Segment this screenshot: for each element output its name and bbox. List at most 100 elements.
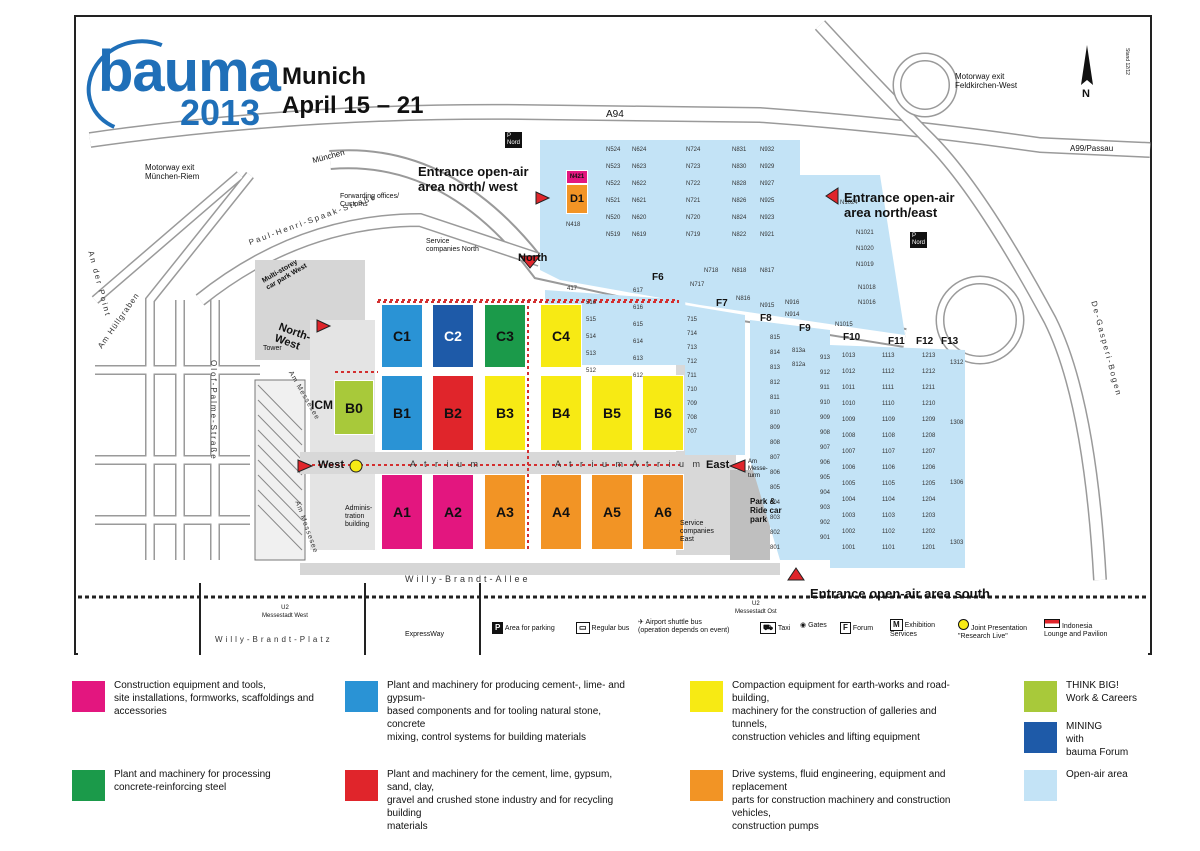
- hall-c3[interactable]: C3: [484, 304, 526, 368]
- hall-n421[interactable]: N421: [566, 170, 588, 184]
- stand-1213: 1213: [922, 353, 936, 359]
- stand-n624: N624: [632, 147, 647, 153]
- stand-n817: N817: [760, 268, 775, 274]
- exhibition-services-icon: M: [890, 619, 903, 631]
- stand-906: 906: [820, 460, 831, 466]
- hall-a6[interactable]: A6: [642, 474, 684, 550]
- gate-icon: ◉: [800, 622, 807, 629]
- legend-swatch-red: [345, 770, 378, 801]
- legend-swatch-yellow: [690, 681, 723, 712]
- stand-1008: 1008: [842, 433, 856, 439]
- hall-c2[interactable]: C2: [432, 304, 474, 368]
- stand-1003: 1003: [842, 513, 856, 519]
- gate-east[interactable]: East: [706, 459, 730, 471]
- stand-613: 613: [633, 356, 644, 362]
- hall-a5[interactable]: A5: [591, 474, 633, 550]
- hall-b1[interactable]: B1: [381, 375, 423, 451]
- legend-text-yellow: Compaction equipment for earth-works and…: [732, 680, 950, 743]
- stand-807: 807: [770, 455, 781, 461]
- stand-805: 805: [770, 485, 781, 491]
- stand-814: 814: [770, 350, 781, 356]
- stand-811: 811: [770, 395, 780, 401]
- section-f12: F12: [916, 336, 934, 347]
- legend-swatch-lime: [1024, 681, 1057, 712]
- stand-n721: N721: [686, 198, 701, 204]
- stand-n914: N914: [785, 312, 800, 318]
- legend-gates: ◉ Gates: [800, 622, 827, 630]
- hall-a4[interactable]: A4: [540, 474, 582, 550]
- stand-809: 809: [770, 425, 781, 431]
- stand-1001: 1001: [842, 545, 856, 551]
- service-north-label: Service companies North: [426, 238, 479, 253]
- legend-joint-text: Joint Presentation "Research Live": [958, 625, 1027, 640]
- stand-1006: 1006: [842, 465, 856, 471]
- stand-806: 806: [770, 470, 781, 476]
- stand-1101: 1101: [882, 545, 895, 551]
- tower-label: Tower: [263, 345, 282, 352]
- willy-brandt-platz-label: Willy-Brandt-Platz: [215, 635, 333, 644]
- hall-b4[interactable]: B4: [540, 375, 582, 451]
- legend-text-green: Plant and machinery for processing concr…: [114, 769, 271, 793]
- taxi-icon: ⛟: [760, 622, 777, 634]
- stand-707: 707: [687, 429, 698, 435]
- legend-shuttle: ✈ Airport shuttle bus (operation depends…: [638, 619, 729, 635]
- hall-c1[interactable]: C1: [381, 304, 423, 368]
- stand-1211: 1211: [922, 385, 935, 391]
- stand-n620: N620: [632, 215, 647, 221]
- stand-n621: N621: [632, 198, 647, 204]
- stand-n1016: N1016: [858, 300, 876, 306]
- hall-b2[interactable]: B2: [432, 375, 474, 451]
- stand-905: 905: [820, 475, 831, 481]
- legend-text-lightblue: Open-air area: [1066, 769, 1128, 780]
- stand-n522: N522: [606, 181, 621, 187]
- stand-n822: N822: [732, 232, 747, 238]
- stand-1005: 1005: [842, 481, 856, 487]
- u2-west-label: U2 Messestadt West: [262, 605, 308, 619]
- stand-n519: N519: [606, 232, 621, 238]
- stand-n1021: N1021: [856, 230, 874, 236]
- gate-west[interactable]: West: [318, 459, 345, 471]
- section-f10: F10: [843, 332, 861, 343]
- legend-text-magenta: Construction equipment and tools, site i…: [114, 680, 314, 717]
- stand-715: 715: [687, 317, 698, 323]
- stand-n619: N619: [632, 232, 647, 238]
- stand-910: 910: [820, 400, 831, 406]
- entrance-south[interactable]: Entrance open-air area south: [810, 586, 990, 601]
- stand-808: 808: [770, 440, 781, 446]
- stand-909: 909: [820, 415, 831, 421]
- stand-n923: N923: [760, 215, 775, 221]
- entrance-north-west[interactable]: Entrance open-air area north/ west: [418, 164, 529, 194]
- entrance-north-east[interactable]: Entrance open-air area north/east: [844, 190, 955, 220]
- stand-913: 913: [820, 355, 831, 361]
- parking-nord-1: P Nord: [505, 132, 523, 148]
- stand-n1020: N1020: [856, 246, 874, 252]
- stand-n523: N523: [606, 164, 621, 170]
- hall-b5[interactable]: B5: [591, 375, 633, 451]
- stand-901: 901: [820, 535, 831, 541]
- stand-1212: 1212: [922, 369, 936, 375]
- section-f13: F13: [941, 336, 959, 347]
- hall-a1[interactable]: A1: [381, 474, 423, 550]
- atrium-label-1: A t r i u m: [410, 459, 482, 469]
- park-ride-label: Park & Ride car park: [750, 497, 782, 524]
- legend-swatch-lightblue: [1024, 770, 1057, 801]
- hall-a2[interactable]: A2: [432, 474, 474, 550]
- gate-north[interactable]: North: [518, 252, 548, 264]
- hall-b3[interactable]: B3: [484, 375, 526, 451]
- stand-1009: 1009: [842, 417, 856, 423]
- stand-n521: N521: [606, 198, 621, 204]
- stand-n1018: N1018: [858, 285, 876, 291]
- hall-c4[interactable]: C4: [540, 304, 582, 368]
- event-info: Munich April 15 – 21: [282, 62, 423, 120]
- hall-d1[interactable]: D1: [566, 184, 588, 214]
- legend-text-orange: Drive systems, fluid engineering, equipm…: [732, 769, 951, 832]
- hall-b0[interactable]: B0: [334, 380, 374, 435]
- stand-813a: 813a: [792, 348, 806, 354]
- stand-n524: N524: [606, 147, 621, 153]
- hall-b6[interactable]: B6: [642, 375, 684, 451]
- legend-parking-text: Area for parking: [504, 625, 555, 632]
- stand-714: 714: [687, 331, 698, 337]
- stand-1108: 1108: [882, 433, 895, 439]
- stand-n925: N925: [760, 198, 775, 204]
- hall-a3[interactable]: A3: [484, 474, 526, 550]
